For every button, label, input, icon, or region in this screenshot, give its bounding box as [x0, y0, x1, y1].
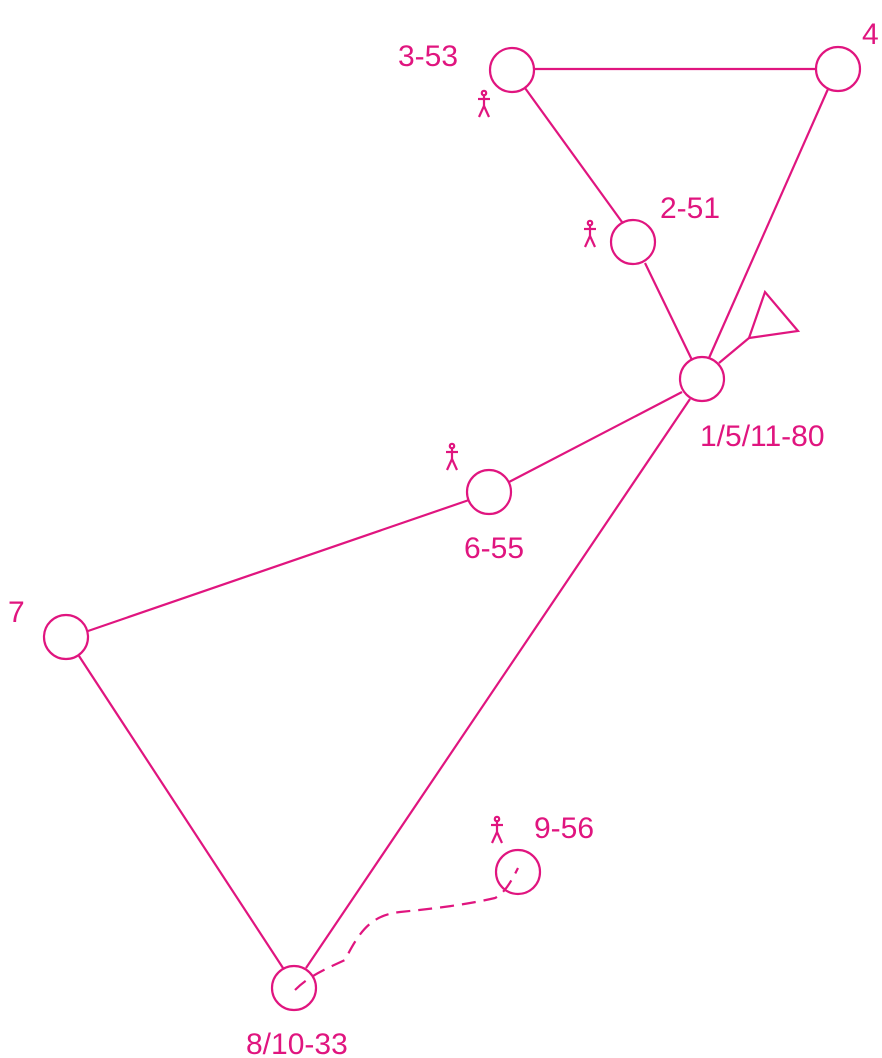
control-circle-icon	[494, 848, 542, 896]
control-label-1: 1/5/11-80	[700, 420, 825, 453]
leg-3-2	[524, 87, 623, 223]
leg-4-1	[707, 88, 830, 359]
leg-6-7	[87, 498, 470, 633]
control-circle-icon	[678, 355, 726, 403]
control-label-6: 6-55	[464, 532, 524, 565]
person-icon	[477, 89, 491, 118]
leg-1-6	[508, 391, 683, 483]
control-label-3: 3-53	[398, 40, 458, 73]
control-circle-icon	[814, 45, 862, 93]
control-circle-icon	[609, 218, 657, 266]
leg-1-8	[305, 398, 691, 969]
person-icon	[445, 442, 459, 471]
person-icon	[490, 815, 504, 844]
control-circle-icon	[465, 468, 513, 516]
start-triangle-icon	[747, 289, 801, 340]
control-label-9: 9-56	[534, 812, 594, 845]
leg-7-8	[78, 655, 284, 969]
leg-2-1	[644, 262, 693, 361]
control-circle-icon	[270, 964, 318, 1012]
control-circle-icon	[488, 46, 536, 94]
dashed-route	[294, 867, 519, 991]
control-label-2: 2-51	[660, 192, 720, 225]
control-label-7: 7	[8, 596, 25, 629]
control-circle-icon	[42, 613, 90, 661]
person-icon	[583, 219, 597, 248]
start-connector	[718, 337, 750, 364]
control-label-4: 4	[862, 18, 879, 51]
control-label-8: 8/10-33	[246, 1028, 348, 1058]
